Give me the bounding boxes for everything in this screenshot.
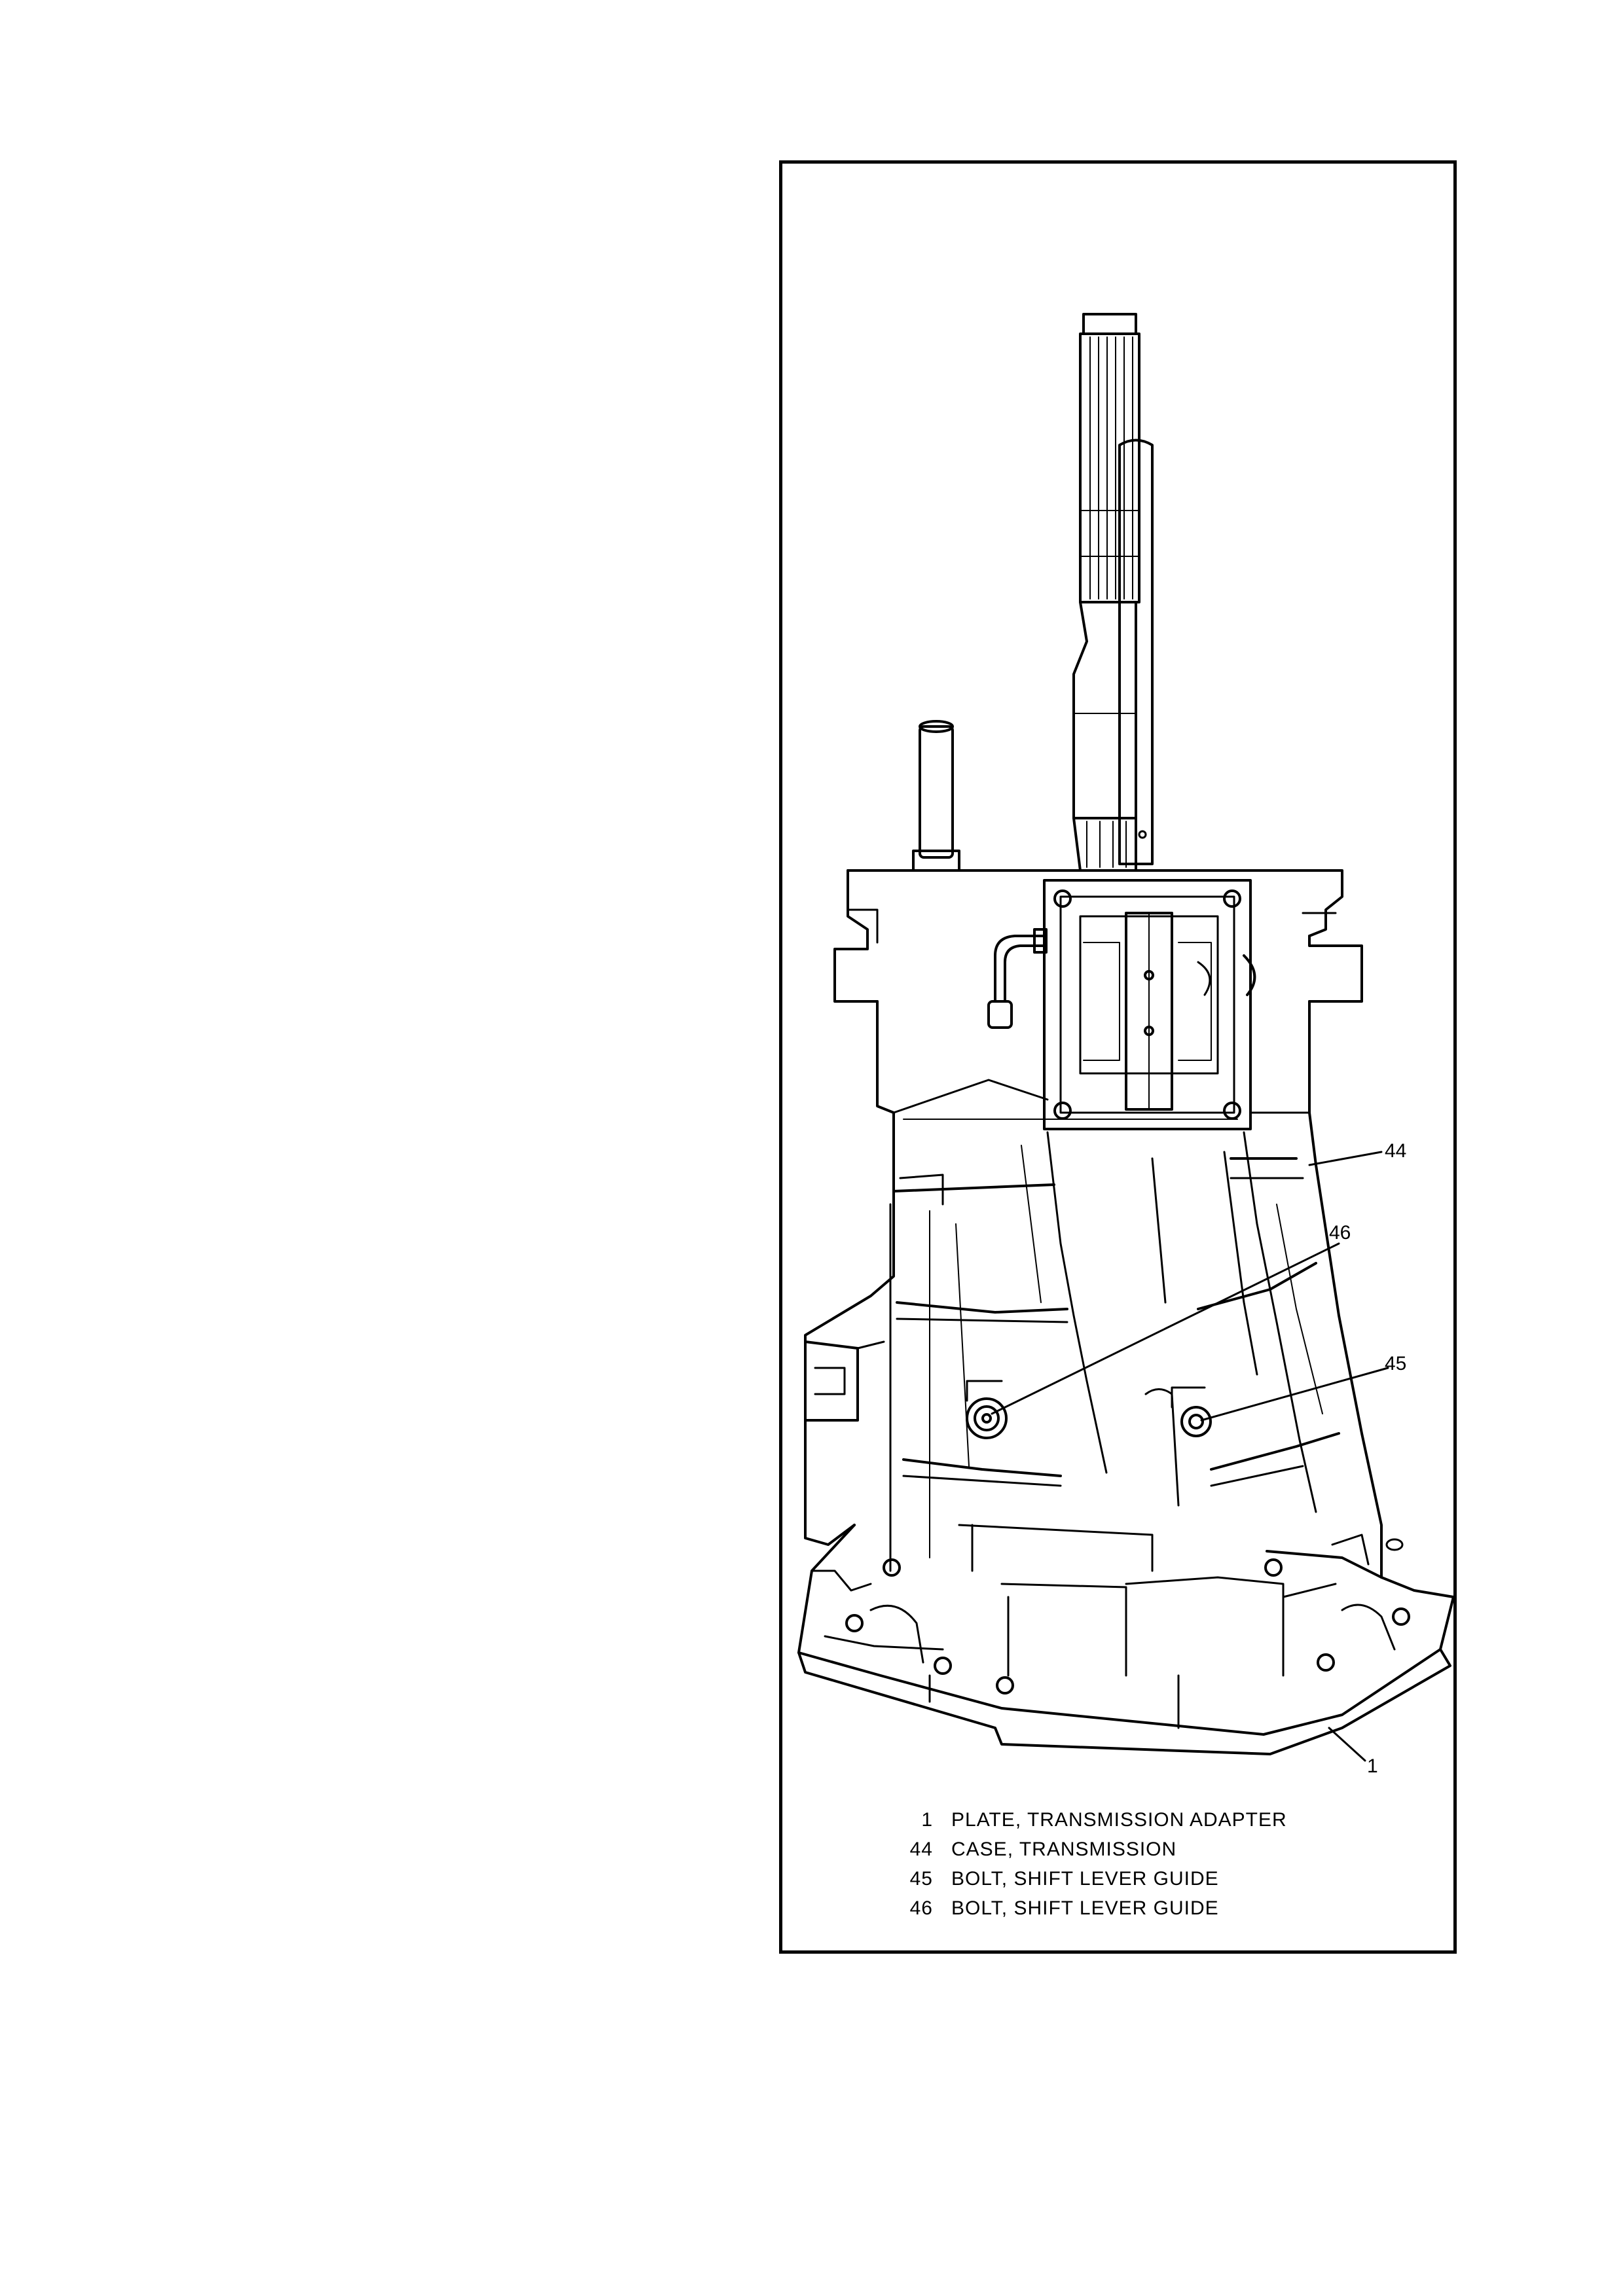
leader-46 — [992, 1244, 1339, 1414]
callout-46: 46 — [1329, 1222, 1351, 1244]
case-body — [805, 1001, 1381, 1577]
leader-1 — [1329, 1728, 1365, 1761]
parts-legend: 1 PLATE, TRANSMISSION ADAPTER 44 CASE, T… — [887, 1805, 1411, 1923]
dowel-pin — [913, 721, 959, 870]
leader-44 — [1309, 1152, 1381, 1165]
legend-description: PLATE, TRANSMISSION ADAPTER — [951, 1809, 1287, 1831]
legend-row: 46 BOLT, SHIFT LEVER GUIDE — [887, 1893, 1411, 1923]
output-shaft — [1074, 314, 1139, 870]
callout-44: 44 — [1385, 1140, 1406, 1162]
legend-number: 1 — [887, 1809, 951, 1831]
legend-description: CASE, TRANSMISSION — [951, 1839, 1176, 1861]
adapter-plate — [799, 1525, 1453, 1754]
legend-row: 1 PLATE, TRANSMISSION ADAPTER — [887, 1805, 1411, 1835]
legend-description: BOLT, SHIFT LEVER GUIDE — [951, 1897, 1219, 1920]
legend-description: BOLT, SHIFT LEVER GUIDE — [951, 1868, 1219, 1890]
legend-number: 44 — [887, 1839, 951, 1861]
callout-45: 45 — [1385, 1353, 1406, 1374]
shift-cover-opening — [1044, 880, 1254, 1129]
legend-number: 45 — [887, 1868, 951, 1890]
callout-1: 1 — [1367, 1755, 1378, 1777]
case-top-flange — [835, 870, 1362, 1001]
vent-tube — [989, 929, 1046, 1028]
legend-row: 45 BOLT, SHIFT LEVER GUIDE — [887, 1864, 1411, 1893]
legend-row: 44 CASE, TRANSMISSION — [887, 1835, 1411, 1864]
bolt-45 — [1172, 1388, 1211, 1436]
legend-number: 46 — [887, 1897, 951, 1920]
